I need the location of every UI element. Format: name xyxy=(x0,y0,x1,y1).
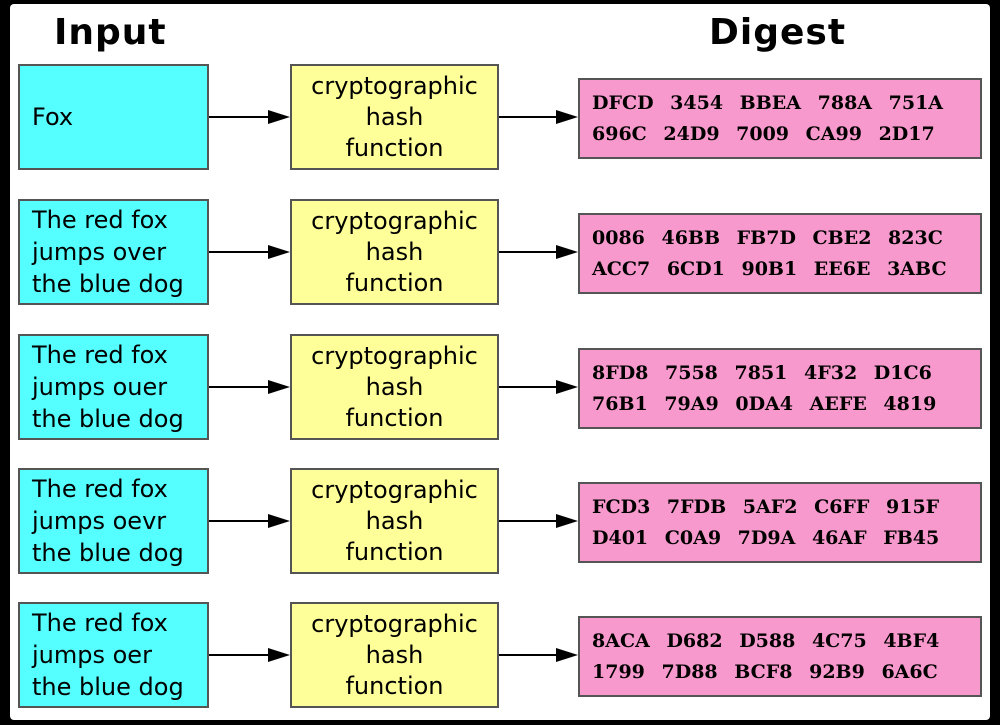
input-box: Fox xyxy=(18,64,209,170)
diagram-row-2: The red fox jumps over the blue dog cryp… xyxy=(10,199,990,305)
digest-line: D401 C0A9 7D9A 46AF FB45 xyxy=(592,526,940,549)
digest-line: 696C 24D9 7009 CA99 2D17 xyxy=(592,122,935,145)
arrow-right-icon xyxy=(209,245,290,259)
hash-label-line: cryptographic xyxy=(311,609,478,638)
hash-label-line: cryptographic xyxy=(311,475,478,504)
hash-function-box: cryptographic hash function xyxy=(290,334,499,440)
input-line: The red fox xyxy=(32,609,168,637)
digest-line: 0086 46BB FB7D CBE2 823C xyxy=(592,226,943,249)
hash-label-line: function xyxy=(345,268,444,297)
arrow-right-icon xyxy=(499,514,578,528)
arrow-right-icon xyxy=(499,648,578,662)
digest-line: 8ACA D682 D588 4C75 4BF4 xyxy=(592,629,940,652)
hash-label-line: function xyxy=(345,403,444,432)
input-line: jumps oer xyxy=(32,641,152,669)
input-box: The red fox jumps ouer the blue dog xyxy=(18,334,209,440)
input-column-header: Input xyxy=(54,12,167,53)
arrow-right-icon xyxy=(499,380,578,394)
input-box: The red fox jumps oer the blue dog xyxy=(18,602,209,708)
hash-label-line: function xyxy=(345,133,444,162)
hash-label-line: function xyxy=(345,671,444,700)
input-line: The red fox xyxy=(32,475,168,503)
digest-box: FCD3 7FDB 5AF2 C6FF 915F D401 C0A9 7D9A … xyxy=(578,482,982,563)
hash-function-box: cryptographic hash function xyxy=(290,64,499,170)
hash-label-line: hash xyxy=(365,372,424,401)
input-line: the blue dog xyxy=(32,270,184,298)
digest-box: 8FD8 7558 7851 4F32 D1C6 76B1 79A9 0DA4 … xyxy=(578,348,982,429)
hash-label-line: function xyxy=(345,537,444,566)
arrow-right-icon xyxy=(209,110,290,124)
arrow-right-icon xyxy=(499,110,578,124)
digest-line: DFCD 3454 BBEA 788A 751A xyxy=(592,91,944,114)
input-box: The red fox jumps over the blue dog xyxy=(18,199,209,305)
input-line: jumps ouer xyxy=(32,373,168,401)
input-line: the blue dog xyxy=(32,673,184,701)
digest-line: 1799 7D88 BCF8 92B9 6A6C xyxy=(592,660,938,683)
hash-function-box: cryptographic hash function xyxy=(290,199,499,305)
digest-line: FCD3 7FDB 5AF2 C6FF 915F xyxy=(592,495,940,518)
hash-label-line: hash xyxy=(365,237,424,266)
input-line: The red fox xyxy=(32,206,168,234)
input-line: the blue dog xyxy=(32,539,184,567)
hash-label-line: cryptographic xyxy=(311,206,478,235)
input-line: the blue dog xyxy=(32,405,184,433)
digest-box: DFCD 3454 BBEA 788A 751A 696C 24D9 7009 … xyxy=(578,78,982,159)
diagram-row-4: The red fox jumps oevr the blue dog cryp… xyxy=(10,468,990,574)
diagram-row-5: The red fox jumps oer the blue dog crypt… xyxy=(10,602,990,708)
digest-box: 8ACA D682 D588 4C75 4BF4 1799 7D88 BCF8 … xyxy=(578,616,982,697)
input-box: The red fox jumps oevr the blue dog xyxy=(18,468,209,574)
digest-column-header: Digest xyxy=(709,12,847,53)
digest-line: ACC7 6CD1 90B1 EE6E 3ABC xyxy=(592,257,947,280)
digest-box: 0086 46BB FB7D CBE2 823C ACC7 6CD1 90B1 … xyxy=(578,213,982,294)
hash-label-line: cryptographic xyxy=(311,341,478,370)
diagram-row-1: Fox cryptographic hash function DFCD 345… xyxy=(10,64,990,170)
arrow-right-icon xyxy=(499,245,578,259)
digest-line: 76B1 79A9 0DA4 AEFE 4819 xyxy=(592,392,937,415)
input-line: Fox xyxy=(32,103,74,131)
hash-function-box: cryptographic hash function xyxy=(290,468,499,574)
hash-function-box: cryptographic hash function xyxy=(290,602,499,708)
arrow-right-icon xyxy=(209,514,290,528)
input-line: The red fox xyxy=(32,341,168,369)
hash-label-line: hash xyxy=(365,640,424,669)
digest-line: 8FD8 7558 7851 4F32 D1C6 xyxy=(592,361,932,384)
arrow-right-icon xyxy=(209,648,290,662)
input-line: jumps over xyxy=(32,238,167,266)
hash-label-line: cryptographic xyxy=(311,71,478,100)
arrow-right-icon xyxy=(209,380,290,394)
hash-diagram: Input Digest Fox cryptographic hash func… xyxy=(10,4,990,720)
diagram-row-3: The red fox jumps ouer the blue dog cryp… xyxy=(10,334,990,440)
hash-label-line: hash xyxy=(365,506,424,535)
hash-label-line: hash xyxy=(365,102,424,131)
input-line: jumps oevr xyxy=(32,507,167,535)
